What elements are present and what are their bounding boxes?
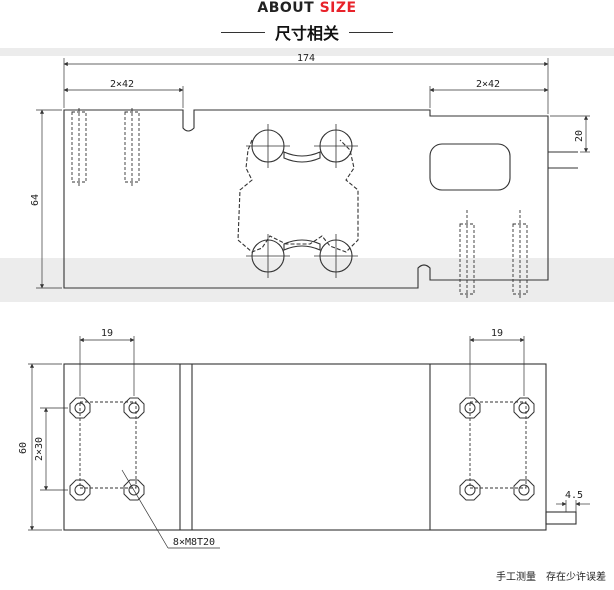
thread-label: 8×M8T20 [173,537,215,548]
base-outline [63,363,547,531]
top-view [36,58,590,300]
threaded-holes-right [459,210,528,300]
dim-left-holes: 2×42 [110,79,134,90]
section-title: ABOUT SIZE [0,0,614,16]
bolt-hole-8 [513,479,535,501]
background-band-top [0,48,614,56]
hole-group-right-frame [469,401,527,489]
bolt-hole-2 [123,397,145,419]
note-manual-measure: 手工测量 [496,572,536,583]
subtitle-line-right [349,31,393,33]
bridge-bottom [283,239,321,251]
dim-length: 174 [297,53,315,64]
bolt-hole-5 [459,397,481,419]
dim-hole-spacing: 2×30 [34,437,45,461]
bridge-top [283,151,321,163]
bolt-hole-6 [513,397,535,419]
dim-cable-bottom: 4.5 [565,490,583,501]
load-cell-outline [63,109,549,289]
dim-height: 64 [30,194,41,206]
dim-cable-top: 20 [574,130,585,142]
header: ABOUT SIZE 尺寸相关 [0,0,614,48]
dim-width: 60 [18,442,29,454]
dim-left-19: 19 [101,328,113,339]
cable-stub [545,511,577,525]
bottom-view [28,336,590,549]
title-about: ABOUT [257,0,320,16]
bolt-hole-7 [459,479,481,501]
threaded-holes-left [71,108,140,188]
bolt-hole-1 [69,397,91,419]
center-cutout [237,139,359,253]
footer-note: 手工测量 存在少许误差 [496,568,606,583]
cable-slot [429,143,511,191]
note-error: 存在少许误差 [546,572,606,583]
bolt-hole-4 [123,479,145,501]
dim-right-holes: 2×42 [476,79,500,90]
title-size: SIZE [319,0,357,16]
subtitle: 尺寸相关 [274,24,339,43]
bolt-hole-3 [69,479,91,501]
subtitle-line-left [220,31,265,33]
subtitle-row: 尺寸相关 [0,20,614,44]
hole-group-left-frame [79,401,137,489]
bolt-holes [69,397,535,501]
dim-right-19: 19 [491,328,503,339]
